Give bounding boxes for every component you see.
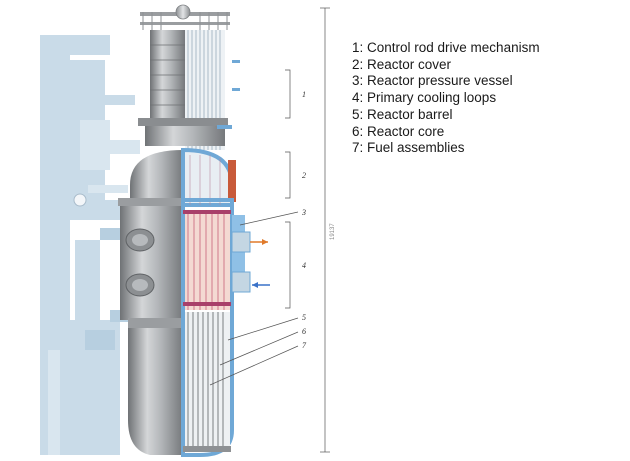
legend: 1: Control rod drive mechanism 2: Reacto… (352, 40, 540, 157)
legend-item-5: 5: Reactor barrel (352, 106, 453, 122)
control-rod-drive-mechanism (138, 4, 240, 150)
containment-structure (40, 35, 140, 455)
callout-1: 1 (302, 90, 306, 99)
callout-3: 3 (301, 208, 306, 217)
callout-4: 4 (302, 261, 306, 270)
legend-item-1: 1: Control rod drive mechanism (352, 40, 540, 55)
reactor-core (183, 210, 231, 310)
legend-item-2: 2: Reactor cover (352, 56, 452, 72)
legend-item-7: 7: Fuel assemblies (352, 140, 465, 156)
callout-6: 6 (302, 327, 306, 336)
callout-labels: 1 2 3 4 5 6 7 19137 (301, 90, 336, 350)
coolant-flow-arrows (250, 239, 270, 288)
legend-item-3: 3: Reactor pressure vessel (352, 73, 513, 89)
callout-brackets (209, 7, 330, 453)
callout-2: 2 (302, 171, 306, 180)
reactor-cover (130, 147, 236, 207)
dimension-label: 19137 (330, 223, 336, 240)
legend-item-6: 6: Reactor core (352, 123, 445, 139)
reactor-pressure-vessel (118, 198, 251, 457)
legend-item-4: 4: Primary cooling loops (352, 90, 497, 106)
fuel-assemblies (183, 312, 231, 452)
callout-7: 7 (302, 341, 307, 350)
callout-5: 5 (302, 313, 306, 322)
